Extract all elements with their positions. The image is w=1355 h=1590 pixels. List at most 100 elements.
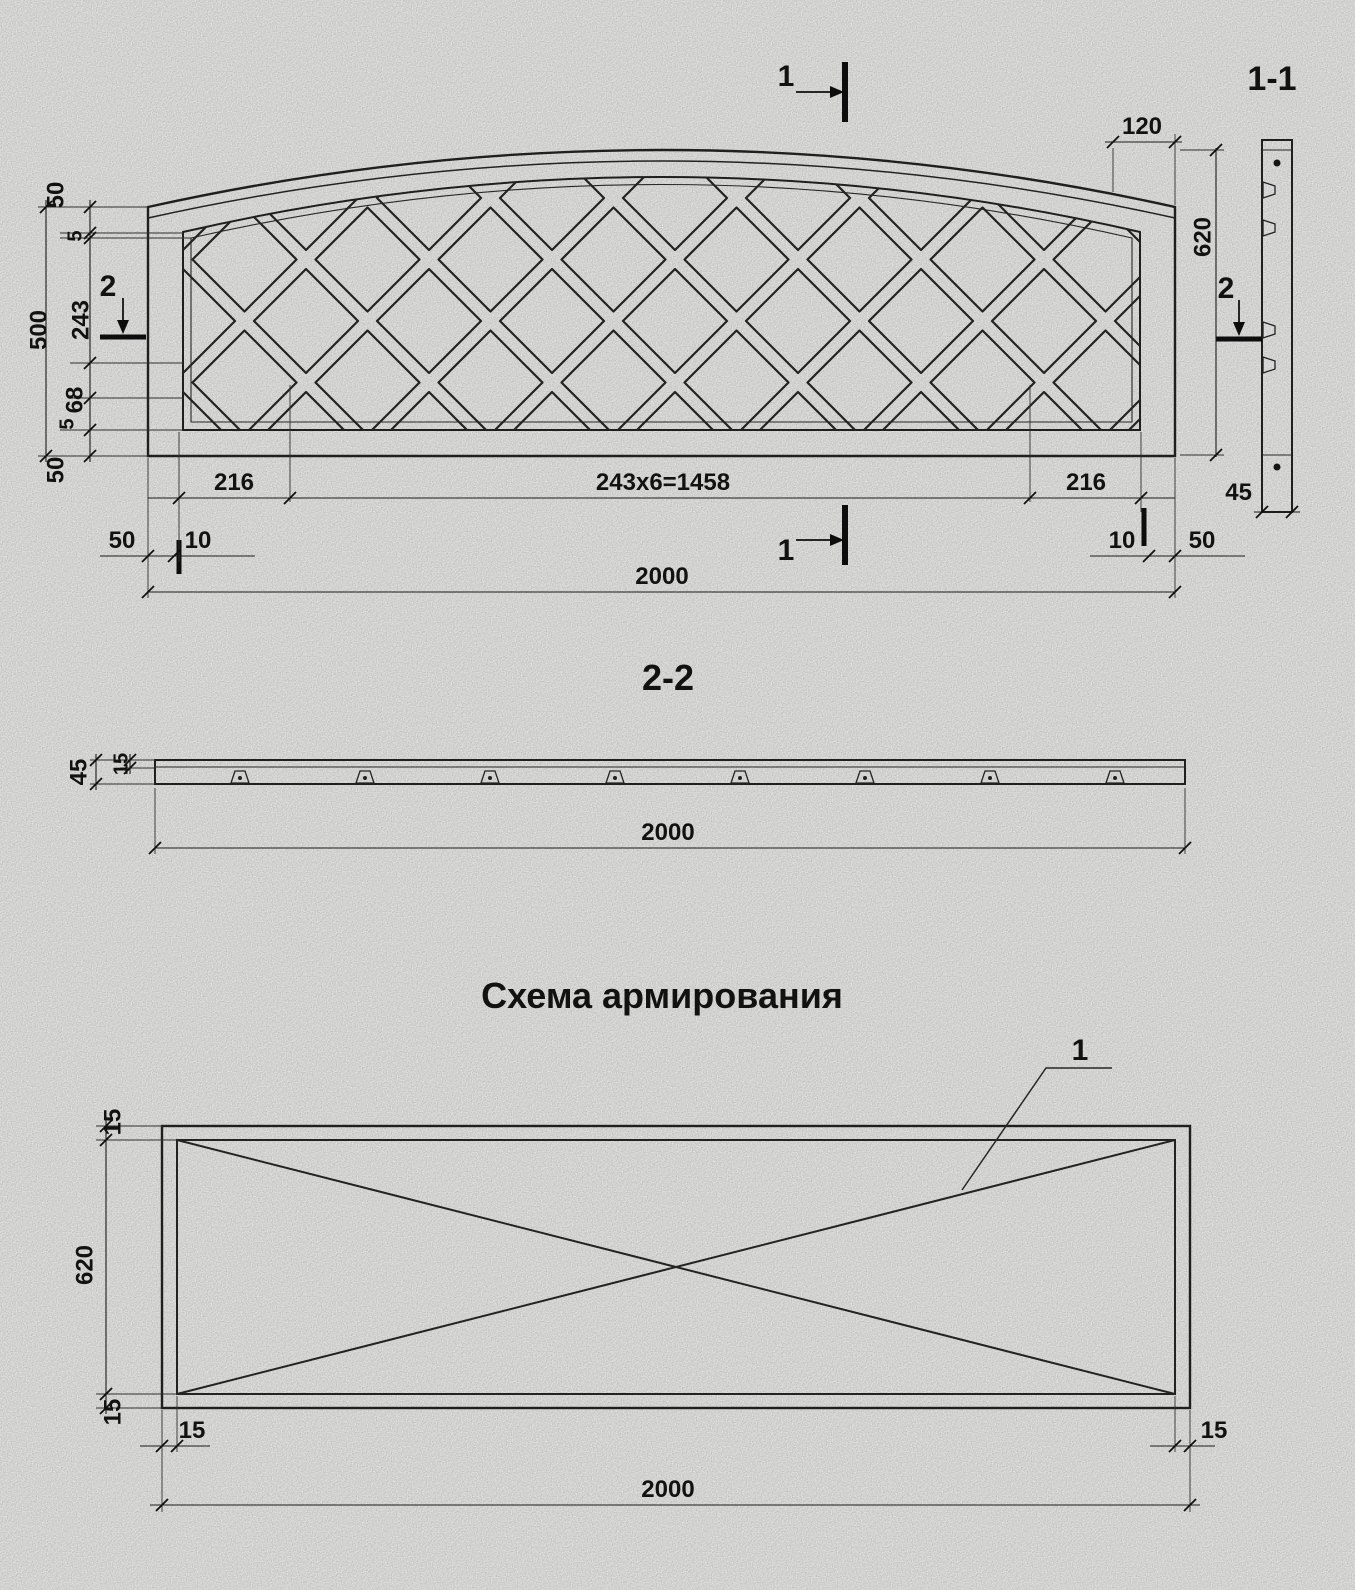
section-notch (1262, 181, 1276, 199)
lattice-diamond (437, 329, 544, 430)
cut-dot (738, 776, 742, 780)
lattice-diamond (314, 206, 421, 313)
lattice-diamond (191, 206, 298, 313)
section-2-2-title: 2-2 (642, 657, 694, 698)
lattice-diamond (1113, 390, 1140, 430)
lattice-diamond (560, 206, 667, 313)
elevation-view: 1 1 2 2 (25, 60, 1300, 598)
section-notch (1262, 219, 1276, 237)
section-arrow-icon (830, 86, 844, 98)
dim-height-overall: 500 (25, 310, 52, 350)
cut-dot (488, 776, 492, 780)
lattice-diamond (744, 267, 852, 375)
elevation-dim-lines (45, 141, 1300, 593)
lattice-diamond (1052, 206, 1140, 313)
lattice-diamond (252, 390, 360, 430)
dim-rail-bottom: 50 (42, 457, 69, 484)
section-notch (1262, 321, 1276, 339)
lattice-diamond (806, 206, 913, 313)
dim-notch-right: 10 (1109, 527, 1136, 554)
dim-reinf-height: 620 (71, 1245, 98, 1285)
rebar-dot (1273, 463, 1281, 471)
lattice-diamond (560, 329, 667, 430)
lattice-diamond (252, 267, 360, 375)
dim-lower: 68 (61, 387, 88, 414)
section-mark-1-top: 1 (778, 60, 848, 122)
lattice-diamond (437, 206, 544, 313)
section-mark-2-right-label: 2 (1218, 272, 1235, 305)
cut-dot (363, 776, 367, 780)
view-ref-1-1: 1-1 (1247, 60, 1296, 98)
dim-side-height: 620 (1189, 217, 1216, 257)
lattice-diamond (252, 177, 360, 252)
dim-22-offset: 15 (110, 753, 132, 775)
rebar-dot (1273, 159, 1281, 167)
lattice-diamond (498, 267, 606, 375)
lattice-diamond (314, 329, 421, 430)
section-2-2-view: 2-2 45 15 2000 (65, 657, 1186, 854)
section-mark-2-right: 2 (1216, 272, 1262, 342)
dim-reinf-right-offset: 15 (1201, 1417, 1228, 1444)
section-mark-2-left-label: 2 (100, 270, 117, 303)
cut-dot (988, 776, 992, 780)
dim-edge-left: 216 (214, 469, 254, 496)
cut-dot (863, 776, 867, 780)
lattice-diamond (867, 390, 975, 430)
section-mark-1-bottom: 1 (778, 505, 848, 567)
dim-cell: 243 (67, 300, 94, 340)
panel-top-rail-line (147, 160, 1176, 219)
lattice-diamond (990, 267, 1098, 375)
dim-length-overall: 2000 (635, 563, 688, 590)
dim-gap-bottom: 5 (56, 418, 78, 429)
dim-reinf-top-offset: 15 (99, 1109, 126, 1136)
cut-dot (238, 776, 242, 780)
dim-foot-right: 50 (1189, 527, 1216, 554)
lattice-diamond (375, 267, 483, 375)
cut-dot (1113, 776, 1117, 780)
section-1-1-strip (1261, 139, 1293, 513)
reinforcement-extension-lines (96, 1125, 1191, 1512)
lattice-diamond (806, 329, 913, 430)
dim-gap-top: 5 (64, 230, 86, 241)
lattice-diamond (191, 329, 298, 430)
section-arrow-icon (1233, 322, 1245, 336)
section-mark-1-bottom-label: 1 (778, 534, 795, 567)
lattice-diamond (1113, 267, 1140, 375)
lattice-diamond (990, 177, 1098, 252)
section-mark-1-top-label: 1 (778, 60, 795, 93)
section-arrow-icon (117, 320, 129, 334)
dim-reinf-bottom-offset: 15 (99, 1399, 126, 1426)
lattice-diamond (744, 177, 852, 252)
bar-mark-leader (961, 1067, 1112, 1191)
lattice-diamond (1052, 329, 1140, 430)
dim-arc-width: 120 (1122, 113, 1162, 140)
strip-22-cut-marks (230, 770, 1125, 784)
section-mark-2-left: 2 (100, 270, 146, 340)
strip-notches (1262, 181, 1276, 374)
lattice-diamond (683, 206, 790, 313)
lattice-pattern (183, 177, 1140, 430)
dim-22-thickness: 45 (65, 759, 92, 786)
bar-mark-label: 1 (1072, 1034, 1089, 1067)
lattice-diamond (621, 267, 729, 375)
reinforcement-view: Схема армирования 1 15 620 15 15 15 2000 (71, 975, 1227, 1512)
reinforcement-title: Схема армирования (481, 975, 843, 1016)
section-arrow-icon (830, 534, 844, 546)
dim-thickness: 45 (1225, 479, 1252, 506)
lattice-diamond (744, 390, 852, 430)
lattice-diamond (867, 267, 975, 375)
lattice-diamond (929, 206, 1036, 313)
panel-outline (146, 148, 1177, 458)
strip-22-outline (154, 759, 1186, 785)
dim-edge-right: 216 (1066, 469, 1106, 496)
dim-notch-left: 10 (185, 527, 212, 554)
section-2-2-extension-lines (90, 759, 1186, 854)
lattice-diamond (929, 329, 1036, 430)
dim-cells-row: 243х6=1458 (596, 469, 730, 496)
dim-foot-left: 50 (109, 527, 136, 554)
dim-rail-top: 50 (42, 182, 69, 209)
lattice-diamond (498, 390, 606, 430)
lattice-diamond (375, 390, 483, 430)
